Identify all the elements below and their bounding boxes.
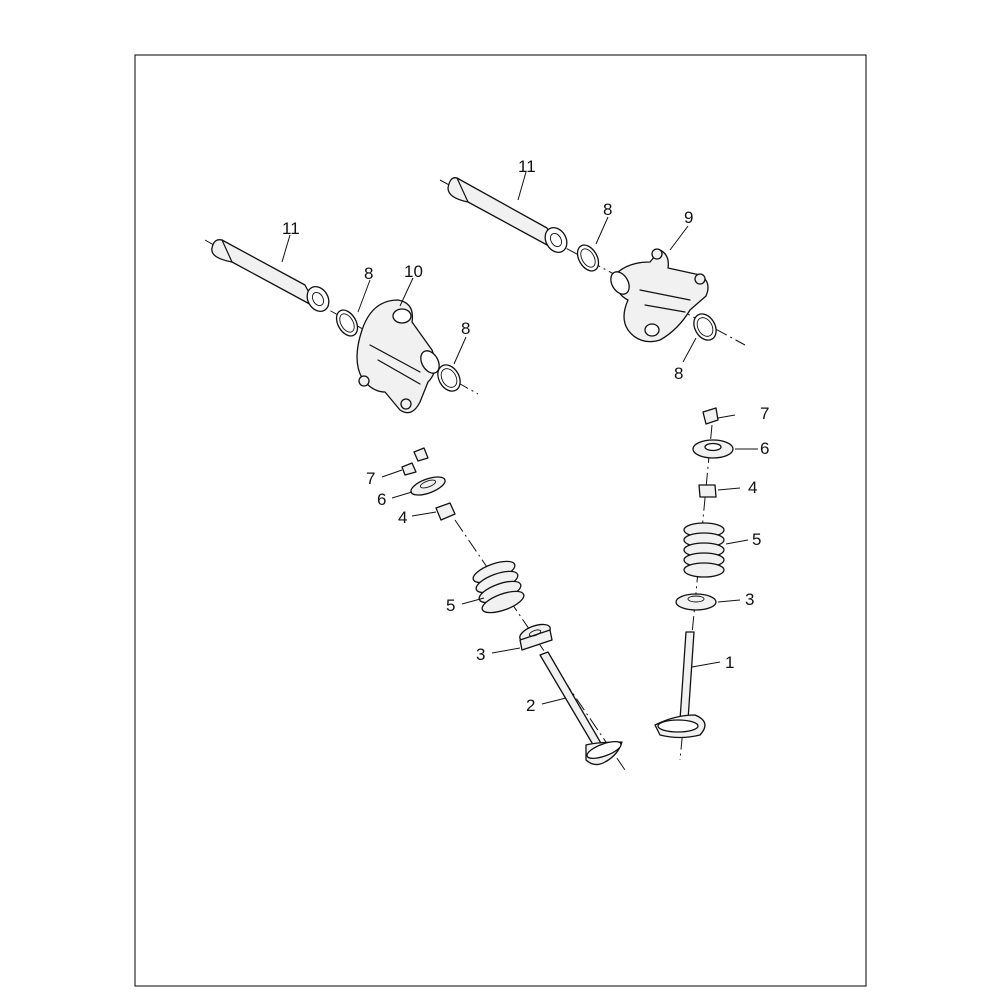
callout-6-right: 6 bbox=[760, 439, 769, 458]
callout-3-left: 3 bbox=[476, 645, 485, 664]
right-valve-axis bbox=[679, 424, 713, 761]
left-valve-axis bbox=[454, 519, 626, 771]
rocker-shaft-right bbox=[447, 177, 568, 253]
callout-1: 1 bbox=[725, 653, 734, 672]
o-ring-right-a bbox=[576, 244, 600, 272]
keeper-left-b bbox=[401, 462, 417, 476]
callout-4-left: 4 bbox=[398, 508, 407, 527]
o-ring-left-a bbox=[335, 309, 359, 337]
callout-6-left: 6 bbox=[377, 490, 386, 509]
right-valve-stack bbox=[654, 407, 734, 761]
rocker-arm-9 bbox=[610, 248, 709, 343]
valve-spring-right bbox=[683, 522, 725, 578]
valve-seal-left bbox=[435, 502, 456, 521]
callout-5-left: 5 bbox=[446, 596, 455, 615]
callout-3-right: 3 bbox=[745, 590, 754, 609]
valve-1 bbox=[654, 631, 706, 739]
spring-seat-left bbox=[519, 623, 553, 651]
keeper-left-a bbox=[413, 447, 429, 462]
rocker-arm-10 bbox=[356, 299, 440, 414]
spring-retainer-left bbox=[410, 476, 446, 496]
leader-lines bbox=[281, 171, 758, 705]
callout-8-right-b: 8 bbox=[674, 364, 683, 383]
valve-2 bbox=[539, 651, 623, 766]
callout-7-right: 7 bbox=[760, 404, 769, 423]
callout-8-right-a: 8 bbox=[603, 200, 612, 219]
spring-retainer-right bbox=[692, 439, 734, 459]
callout-8-left-b: 8 bbox=[461, 319, 470, 338]
valve-spring-left bbox=[472, 560, 525, 614]
spring-seat-right bbox=[675, 593, 717, 611]
o-ring-left-b bbox=[437, 364, 461, 392]
callouts: 11 11 8 10 8 8 9 8 7 6 4 5 3 1 7 6 4 5 3… bbox=[282, 157, 769, 715]
o-ring-right-b bbox=[693, 313, 717, 341]
callout-7-left: 7 bbox=[366, 469, 375, 488]
callout-5-right: 5 bbox=[752, 530, 761, 549]
callout-2: 2 bbox=[526, 696, 535, 715]
valve-seal-right bbox=[698, 484, 717, 498]
callout-9: 9 bbox=[684, 208, 693, 227]
callout-8-left-a: 8 bbox=[364, 264, 373, 283]
right-rocker-assembly bbox=[439, 177, 746, 346]
left-valve-stack bbox=[401, 447, 626, 771]
callout-11-right: 11 bbox=[518, 157, 536, 176]
rocker-shaft-left bbox=[211, 239, 330, 312]
callout-4-right: 4 bbox=[748, 478, 757, 497]
keeper-right bbox=[702, 407, 719, 425]
left-rocker-assembly bbox=[204, 239, 479, 414]
callout-10: 10 bbox=[404, 262, 423, 281]
drawing-border bbox=[134, 54, 867, 987]
callout-11-left: 11 bbox=[282, 219, 300, 238]
